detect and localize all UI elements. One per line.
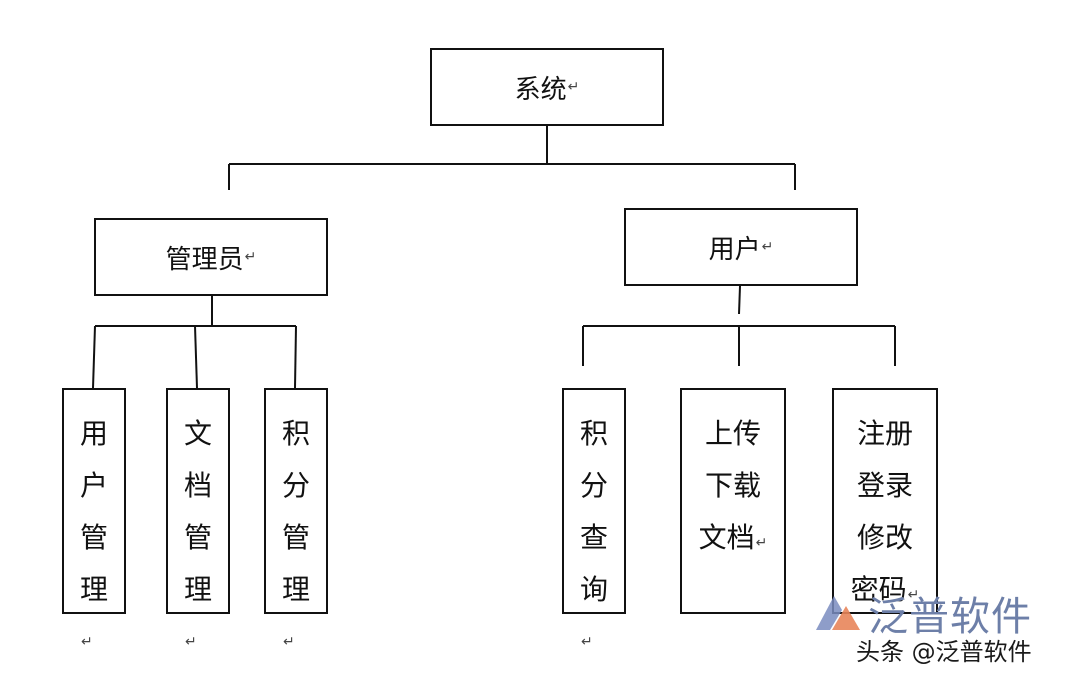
node-char: 户 [79,469,108,502]
node-char: 理↵ [282,564,310,668]
admin-node: 管理员↵ [94,218,328,296]
user-child-points-query: 积 分 查 询↵ [562,388,626,650]
node-char: 查 [579,521,608,554]
admin-child-user-management: 用 户 管 理↵ [62,388,126,650]
node-line: 登录 [856,469,913,502]
paragraph-mark-icon: ↵ [761,239,774,255]
user-child-upload-download: 上传 下载 文档↵ [680,388,786,614]
root-label: 系统 [514,74,567,105]
node-line: 上传 [704,417,761,450]
node-char: 积 [281,417,310,450]
node-char: 管 [79,521,108,554]
paragraph-mark-icon: ↵ [282,634,295,650]
node-char: 用 [79,417,108,450]
admin-child-document-management: 文 档 管 理↵ [166,388,230,650]
paragraph-mark-icon: ↵ [580,634,593,650]
node-line: 注册 [856,417,913,450]
node-char: 询↵ [580,564,608,668]
paragraph-mark-icon: ↵ [80,634,93,650]
root-node: 系统↵ [430,48,664,126]
node-char: 管 [281,521,310,554]
user-label: 用户 [708,234,761,265]
admin-child-points-management: 积 分 管 理↵ [264,388,328,650]
watermark-brand: 泛普软件 [868,594,1032,640]
node-char: 理↵ [184,564,212,668]
node-char: 档 [183,469,212,502]
node-char: 理↵ [80,564,108,668]
watermark-logo-icon [816,596,860,630]
paragraph-mark-icon: ↵ [907,587,920,603]
user-node: 用户↵ [624,208,858,286]
node-char: 文 [183,417,212,450]
paragraph-mark-icon: ↵ [244,249,257,265]
node-char: 管 [183,521,212,554]
user-child-account: 注册 登录 修改 密码↵ [832,388,938,614]
node-line: 密码↵ [850,573,920,606]
node-char: 分 [281,469,310,502]
node-line: 文档↵ [698,521,768,554]
watermark-source: 头条 @泛普软件 [856,638,1032,666]
paragraph-mark-icon: ↵ [755,535,768,551]
paragraph-mark-icon: ↵ [184,634,197,650]
paragraph-mark-icon: ↵ [567,79,580,95]
node-char: 积 [579,417,608,450]
node-line: 修改 [856,521,913,554]
node-line: 下载 [704,469,761,502]
node-char: 分 [579,469,608,502]
admin-label: 管理员 [165,244,244,275]
